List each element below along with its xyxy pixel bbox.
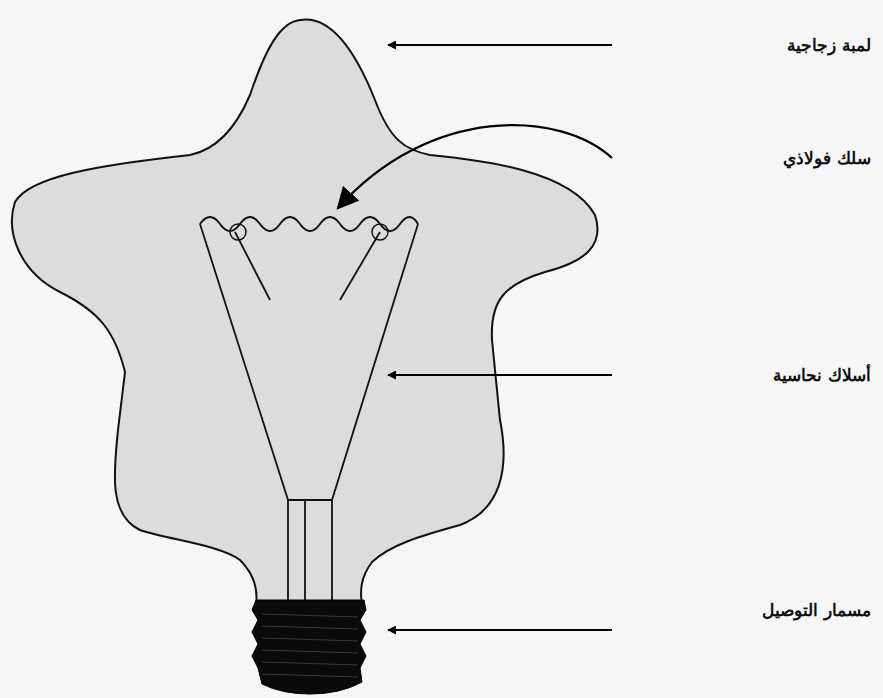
- filament-loops: [230, 224, 388, 240]
- filament-label: سلك فولاذي: [783, 148, 871, 168]
- wires-label: أسلاك نحاسية: [773, 365, 871, 385]
- steel-filament: [200, 217, 418, 231]
- thread-line: [262, 650, 358, 653]
- screw-threads: [262, 614, 358, 677]
- screw-base: [252, 600, 366, 694]
- thread-line: [262, 662, 358, 665]
- base-label: مسمار التوصيل: [762, 600, 871, 620]
- bulb-label: لمبة زجاجية: [787, 35, 871, 55]
- thread-line: [262, 626, 358, 629]
- copper-wires: [200, 224, 418, 605]
- thread-line: [262, 674, 358, 677]
- thread-line: [262, 614, 358, 617]
- glass-bulb: [12, 20, 598, 605]
- leader-lines: [338, 45, 612, 630]
- thread-line: [262, 638, 358, 641]
